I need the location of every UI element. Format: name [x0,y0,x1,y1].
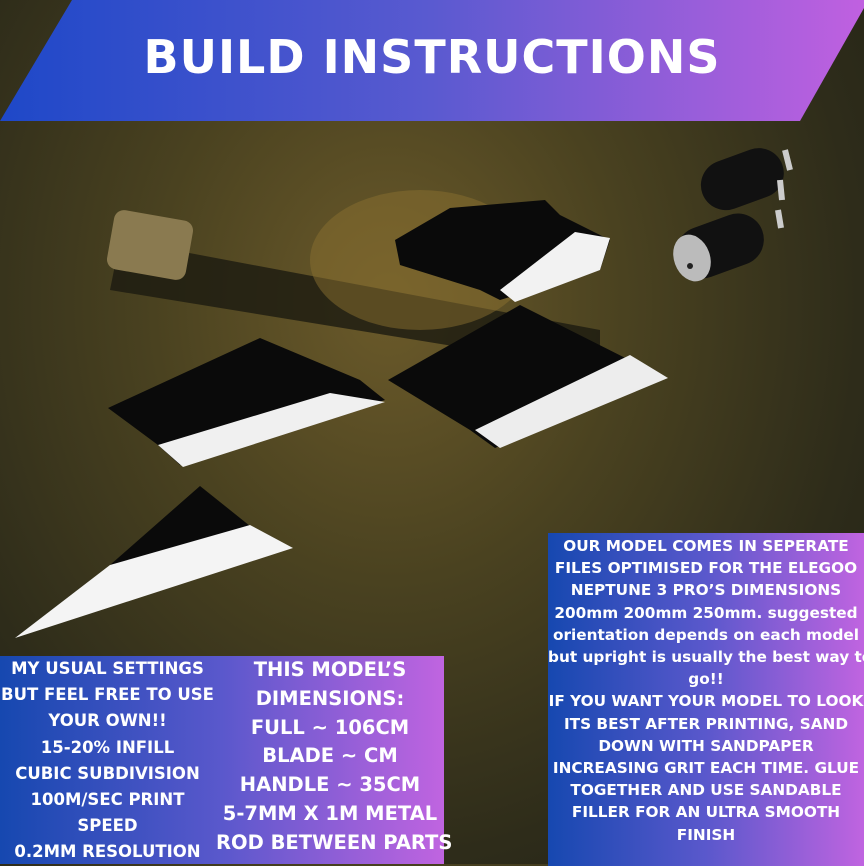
title-banner [0,0,864,121]
blade-piece-middle-right [388,305,668,448]
dimensions-line: FULL ~ 106CM [250,715,410,739]
notes-line: 200mm 200mm 250mm. suggested [554,603,858,622]
print-settings: MY USUAL SETTINGS BUT FEEL FREE TO USE Y… [0,656,215,866]
settings-and-dimensions-panel: MY USUAL SETTINGS BUT FEEL FREE TO USE Y… [0,656,453,866]
settings-line: SPEED [77,816,138,836]
notes-line: INCREASING GRIT EACH TIME. GLUE [552,759,860,778]
dimensions-line: DIMENSIONS: [255,686,405,710]
settings-line: YOUR OWN!! [48,711,167,731]
notes-line: orientation depends on each model [552,625,860,644]
notes-line: FILLER FOR AN ULTRA SMOOTH [571,803,841,822]
notes-line: FINISH [676,825,736,844]
notes-line: NEPTUNE 3 PRO’S DIMENSIONS [570,581,842,600]
notes-line: ITS BEST AFTER PRINTING, SAND [563,714,849,733]
dimensions-line: 5-7MM X 1M METAL [222,801,438,825]
blade-piece-top [395,200,610,302]
dimensions-line: BLADE ~ CM [262,744,398,768]
notes-line: IF YOU WANT YOUR MODEL TO LOOK [548,692,864,711]
notes-line: TOGETHER AND USE SANDABLE [570,781,842,800]
dimensions-line: HANDLE ~ 35CM [239,773,421,797]
blade-tip-piece [15,486,293,638]
settings-line: CUBIC SUBDIVISION [15,763,200,783]
settings-line: 15-20% INFILL [40,737,175,757]
settings-line: MY USUAL SETTINGS [11,659,204,678]
page-title: BUILD INSTRUCTIONS [143,30,721,84]
notes-line: DOWN WITH SANDPAPER [598,736,814,755]
dimensions-line: ROD BETWEEN PARTS [216,830,453,854]
notes-line: go!! [688,670,724,689]
blade-piece-middle-left [108,338,385,467]
settings-line: BUT FEEL FREE TO USE [1,685,214,705]
notes-line: but upright is usually the best way to [548,648,864,667]
printing-notes-panel: OUR MODEL COMES IN SEPERATE FILES OPTIMI… [548,533,864,866]
settings-line: 100M/SEC PRINT [30,790,185,810]
settings-line: 0.2MM RESOLUTION [14,842,201,862]
model-dimensions: THIS MODEL’S DIMENSIONS: FULL ~ 106CM BL… [216,656,453,858]
dimensions-line: THIS MODEL’S [253,658,407,681]
notes-line: OUR MODEL COMES IN SEPERATE [563,537,849,555]
handle-parts [673,148,793,282]
notes-line: FILES OPTIMISED FOR THE ELEGOO [554,559,858,578]
